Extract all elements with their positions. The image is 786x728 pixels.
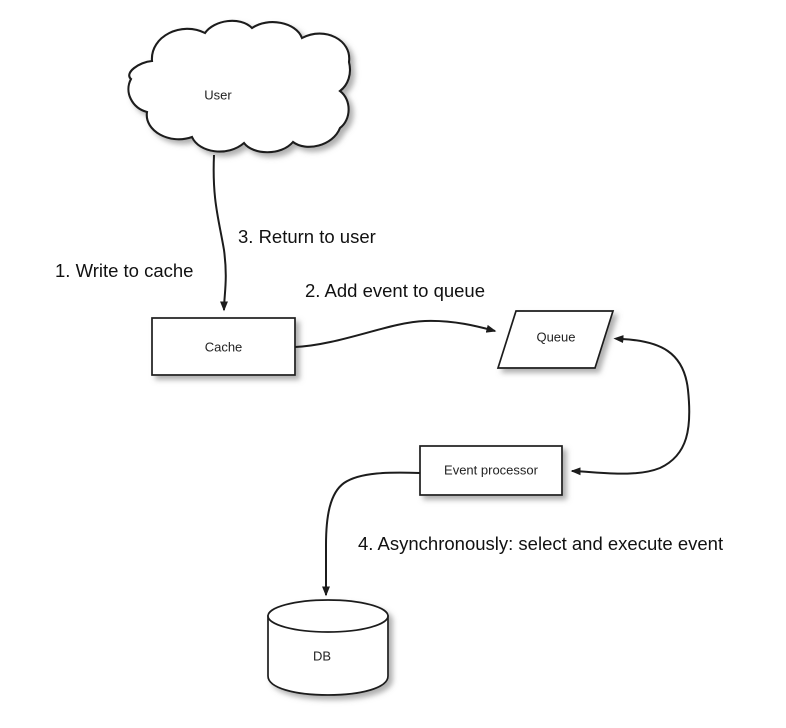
node-queue-label: Queue <box>536 329 575 344</box>
edge-user-to-cache <box>212 154 229 312</box>
node-event-processor[interactable]: Event processor <box>419 445 563 496</box>
node-user[interactable]: User <box>127 19 352 154</box>
node-cache-label: Cache <box>205 339 243 354</box>
node-cache[interactable]: Cache <box>151 317 296 376</box>
edge-label-step-1: 1. Write to cache <box>55 260 193 281</box>
edge-queue-event-processor <box>570 335 691 476</box>
edge-event-processor-to-db <box>322 471 421 597</box>
edge-label-step-4: 4. Asynchronously: select and execute ev… <box>358 533 723 554</box>
node-user-label: User <box>204 87 232 102</box>
node-db[interactable]: DB <box>267 599 389 696</box>
node-queue[interactable]: Queue <box>496 310 615 369</box>
node-event-processor-label: Event processor <box>444 462 539 477</box>
node-db-label: DB <box>313 648 331 663</box>
edge-label-step-2: 2. Add event to queue <box>305 280 485 301</box>
edge-cache-to-queue <box>294 319 497 348</box>
edge-label-step-3: 3. Return to user <box>238 226 376 247</box>
